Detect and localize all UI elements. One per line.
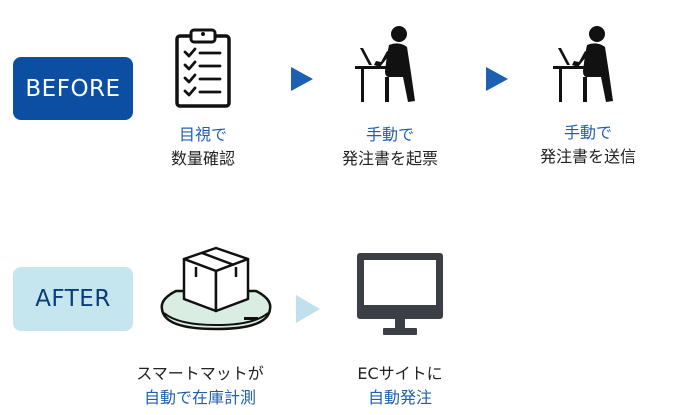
after-step-1-line2: 自動で在庫計測 bbox=[143, 388, 256, 407]
before-step-3-line2: 発注書を送信 bbox=[539, 147, 636, 166]
before-step-1-caption: 目視で 数量確認 bbox=[143, 123, 263, 171]
before-badge: BEFORE bbox=[13, 57, 133, 120]
after-step-2-line1: ECサイトに bbox=[357, 364, 443, 383]
before-step-3-caption: 手動で 発注書を送信 bbox=[518, 121, 658, 169]
before-step-1-line1: 目視で bbox=[178, 125, 227, 144]
after-step-2-caption: ECサイトに 自動発注 bbox=[340, 362, 460, 410]
before-step-3-line1: 手動で bbox=[563, 123, 612, 142]
after-step-1-caption: スマートマットが 自動で在庫計測 bbox=[120, 362, 280, 410]
before-step-2-line2: 発注書を起票 bbox=[341, 149, 438, 168]
arrow-after-1 bbox=[296, 295, 320, 323]
after-step-2-line2: 自動発注 bbox=[367, 388, 432, 407]
person-at-laptop-icon bbox=[553, 26, 613, 102]
before-step-2-caption: 手動で 発注書を起票 bbox=[320, 123, 460, 171]
desktop-monitor-icon bbox=[357, 253, 443, 335]
before-step-2-line1: 手動で bbox=[365, 125, 414, 144]
arrow-before-1 bbox=[291, 67, 313, 91]
before-step-1-line2: 数量確認 bbox=[170, 149, 235, 168]
person-at-laptop-icon bbox=[355, 26, 415, 102]
arrow-before-2 bbox=[486, 67, 508, 91]
after-step-1-line1: スマートマットが bbox=[136, 364, 264, 383]
after-badge: AFTER bbox=[13, 267, 133, 331]
box-on-smart-mat-icon bbox=[160, 246, 272, 331]
clipboard-checklist-icon bbox=[175, 28, 231, 108]
